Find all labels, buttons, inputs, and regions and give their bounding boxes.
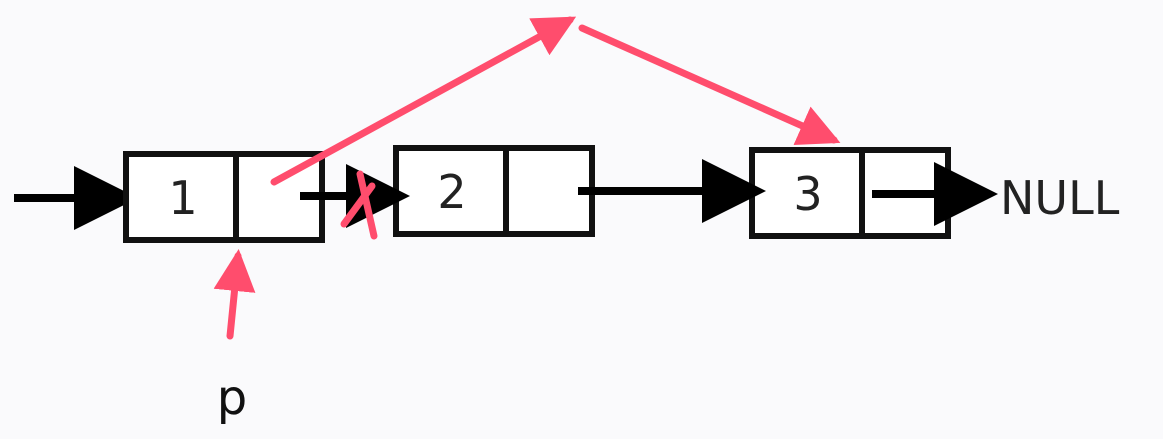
new-link-down [578,24,841,145]
cross-stroke-b [340,182,376,228]
node-1-value: 1 [168,171,197,225]
pointer-label: p [217,370,247,426]
cross-stroke-a [356,170,378,240]
node-2-value: 2 [437,165,466,219]
node-3-value: 3 [793,167,822,221]
null-label: NULL [1000,171,1120,225]
new-link-up [270,16,577,186]
pointer-p-arrow [213,249,256,340]
cross-mark [340,170,378,240]
node-1-box [123,151,325,243]
node-2-box [393,145,595,237]
node-2: 2 [393,145,595,237]
node-1: 1 [123,151,325,243]
